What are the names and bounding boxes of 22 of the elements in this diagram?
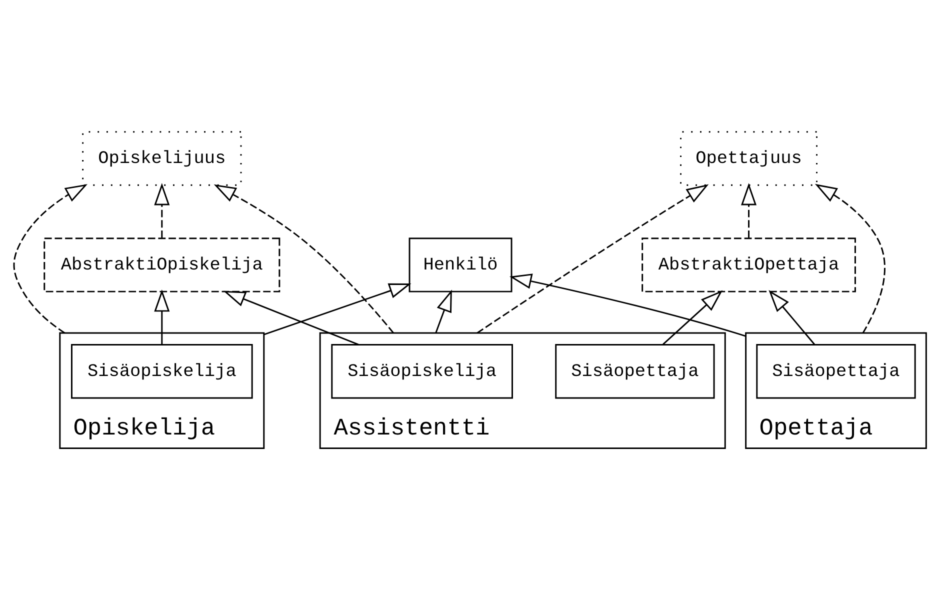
node-box: Sisäopettaja [756, 344, 916, 399]
node-box: Henkilö [408, 238, 512, 292]
arrow [476, 184, 709, 334]
arrow [13, 184, 88, 334]
arrow [154, 183, 170, 238]
arrow [509, 274, 746, 337]
arrow [154, 289, 170, 344]
arrow [741, 183, 757, 238]
arrow [768, 290, 815, 345]
arrow [662, 290, 723, 345]
arrow [264, 283, 412, 336]
arrow [814, 184, 886, 334]
arrow [214, 184, 394, 334]
node-box: AbstraktiOpettaja [642, 238, 856, 292]
node-box: Sisäopiskelija [331, 344, 513, 399]
node-box: Opettajuus [680, 131, 818, 186]
arrow [435, 290, 452, 334]
arrow [223, 290, 359, 346]
node-box: AbstraktiOpiskelija [44, 238, 280, 292]
node-box: Opiskelijuus [82, 131, 242, 186]
node-box: Sisäopiskelija [71, 344, 253, 399]
node-box: Sisäopettaja [555, 344, 715, 399]
